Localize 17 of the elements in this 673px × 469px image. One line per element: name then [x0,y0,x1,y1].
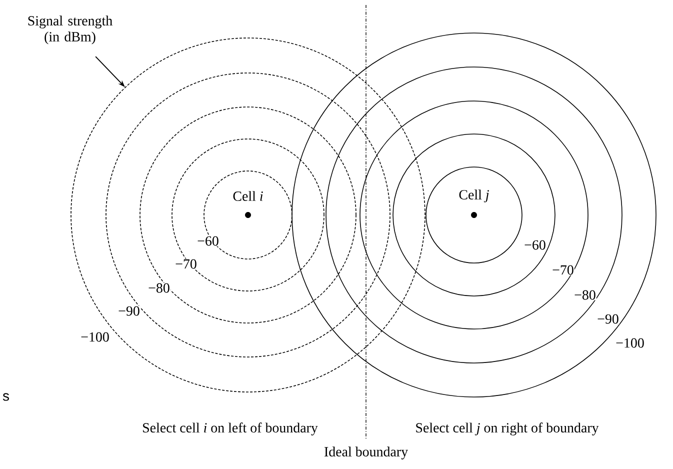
contour-value: −80 [574,290,596,300]
contour-value: −70 [174,258,198,270]
text-fragment: s [2,393,9,401]
caption-text: Select cell j on right of boundary [416,422,599,436]
contour-value: −90 [118,306,140,316]
contour-value: −60 [196,236,220,246]
cell-label: Cell j [459,190,489,202]
caption-text: Select cell i on left of boundary [143,422,318,436]
contour-value: −100 [615,338,645,348]
contour-value: −100 [80,332,110,342]
cell-label: Cell i [233,191,263,201]
contour-value: −70 [552,264,574,276]
contour-value: −80 [148,282,170,294]
caption-text: Ideal boundary [324,446,408,460]
contour-value: −60 [524,240,546,250]
annotation-text: Signal strength (in dBm) [28,16,112,44]
contour-value: −90 [596,314,620,324]
